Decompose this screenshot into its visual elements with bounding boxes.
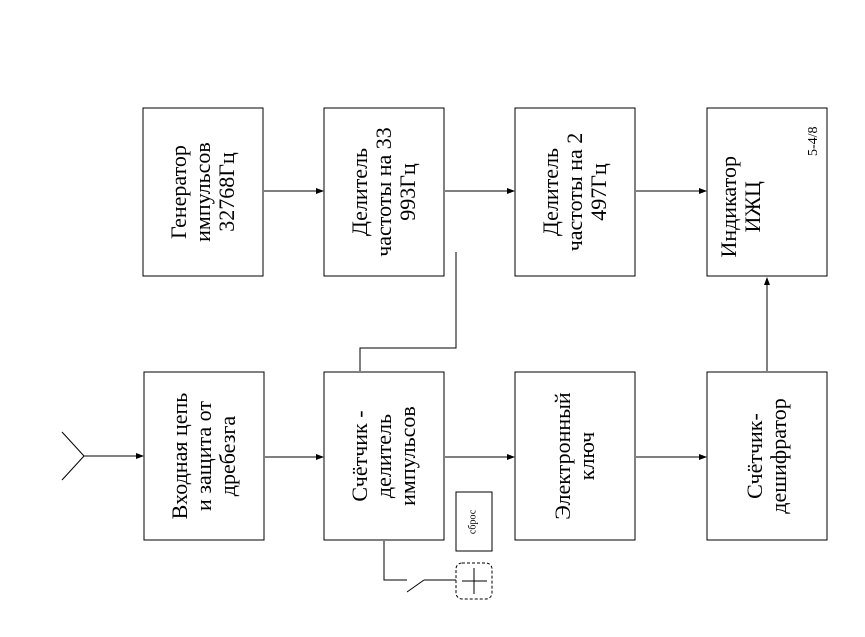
reset-switch <box>383 541 456 593</box>
divider-33-block <box>323 107 445 277</box>
input-circuit-label: Входная цепь и защита от дребезга <box>167 392 240 520</box>
indicator-label-suffix: 5-4/8 <box>805 126 821 157</box>
electronic-key-block <box>514 371 636 541</box>
link-divider33-to-counter <box>359 252 457 371</box>
counter-decoder-block <box>706 371 828 541</box>
divider-2-block <box>514 107 636 277</box>
indicator-label: Индикатор ИЖЦ 5-4/8 <box>707 108 827 276</box>
counter-decoder-label: Счётчик- дешифратор <box>742 398 791 514</box>
electronic-key-label: Электронный ключ <box>550 392 599 520</box>
input-circuit-block <box>143 371 265 541</box>
power-source-icon <box>455 562 493 600</box>
indicator-block <box>706 107 828 277</box>
generator-label: Генератор импульсов 32768Гц <box>166 142 239 242</box>
antenna-icon <box>61 431 85 481</box>
generator-block <box>142 107 264 277</box>
divider-2-label: Делитель частоты на 2 497Гц <box>538 132 611 252</box>
reset-box <box>455 491 493 552</box>
counter-divider-label: Счётчик - делитель импульсов <box>347 406 420 506</box>
divider-33-label: Делитель частоты на 33 993Гц <box>347 127 420 257</box>
indicator-label-main: Индикатор ИЖЦ <box>716 156 765 258</box>
reset-label: сброс <box>467 509 479 535</box>
counter-divider-block <box>323 371 445 541</box>
